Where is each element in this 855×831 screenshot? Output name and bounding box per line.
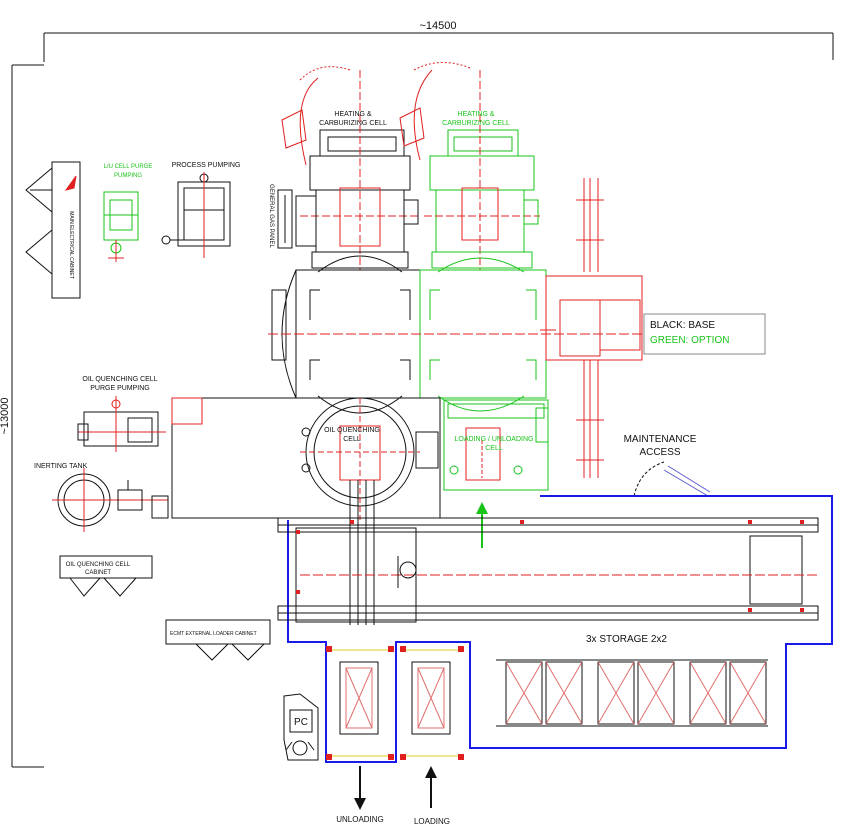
legend-box	[643, 313, 766, 355]
unloading-station	[330, 649, 390, 757]
main-electrical-label: MAIN ELECTRICAL CABINET	[68, 211, 74, 279]
pc-label: PC	[294, 717, 308, 728]
loading-unloading-cell	[443, 399, 549, 491]
maintenance-door	[633, 461, 711, 497]
oil-purge-pumping	[77, 396, 166, 452]
heating-cell-base	[281, 66, 420, 270]
main-electrical-cabinet	[25, 161, 81, 299]
legend-base: BLACK: BASE	[650, 320, 715, 331]
external-loader-label: ECMT EXTERNAL LOADER CABINET	[170, 631, 257, 637]
overall-dimensions	[11, 32, 834, 768]
gas-panel-label: GENERAL GAS PANEL	[268, 184, 274, 248]
option-arrow	[476, 502, 488, 548]
legend-option: GREEN: OPTION	[650, 335, 729, 346]
general-gas-panel	[277, 189, 293, 249]
oil-quenching-cell	[171, 397, 441, 520]
external-loader-cabinet	[165, 619, 271, 661]
loader-track	[277, 480, 820, 625]
pc-station	[283, 693, 319, 761]
oil-quench-cabinet	[59, 555, 153, 597]
station-markers	[326, 646, 464, 760]
heating-cell-label: HEATING &CARBURIZING CELL	[319, 111, 387, 127]
process-pumping	[161, 172, 231, 258]
storage-racks	[496, 659, 768, 727]
unloading-label: UNLOADING	[336, 815, 384, 824]
unloading-arrow-icon	[354, 766, 366, 810]
loader-markers	[296, 520, 804, 612]
loading-arrow-icon	[425, 766, 437, 808]
transfer-mechanism	[540, 178, 643, 478]
heating-cell-option-label: HEATING &CARBURIZING CELL	[442, 111, 510, 127]
loading-station	[402, 649, 462, 757]
height-dimension: ~13000	[0, 397, 11, 434]
loading-label: LOADING	[414, 817, 450, 826]
heating-cell-option	[399, 62, 540, 270]
inerting-tank-label: INERTING TANK	[34, 463, 88, 470]
safety-fence	[287, 495, 833, 763]
lu-purge-pumping	[103, 191, 139, 262]
process-pumping-label: PROCESS PUMPING	[172, 162, 241, 169]
inerting-tank	[52, 468, 169, 532]
width-dimension: ~14500	[419, 20, 456, 32]
storage-label: 3x STORAGE 2x2	[586, 634, 667, 645]
